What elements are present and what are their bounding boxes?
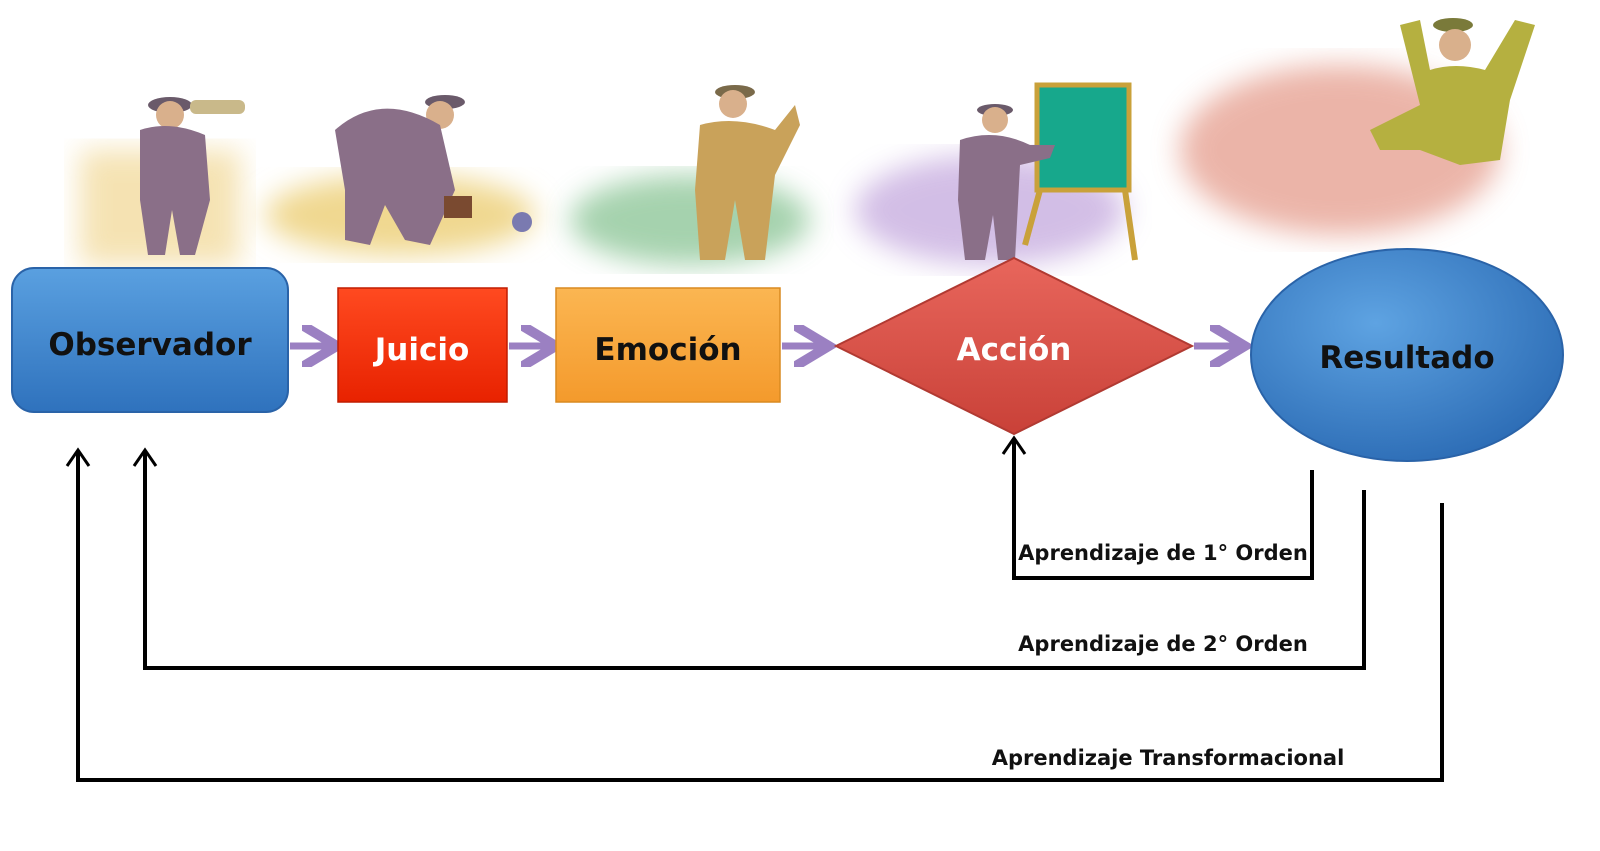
node-resultado: Resultado — [1250, 248, 1564, 462]
node-observador: Observador — [11, 267, 289, 413]
node-emocion: Emoción — [555, 287, 781, 403]
node-emocion-label: Emoción — [594, 332, 741, 368]
loop-first-order-label: Aprendizaje de 1° Orden — [1018, 541, 1308, 565]
emotion-illustration — [570, 85, 810, 265]
node-resultado-label: Resultado — [1319, 340, 1494, 376]
node-observador-label: Observador — [48, 327, 252, 363]
node-accion: Acción — [833, 256, 1195, 436]
result-illustration — [1180, 18, 1535, 235]
action-illustration — [855, 82, 1138, 265]
judge-illustration — [265, 95, 535, 255]
observer-illustration — [80, 97, 245, 265]
node-juicio: Juicio — [337, 287, 508, 403]
loop-first-order: Aprendizaje de 1° Orden — [1001, 435, 1314, 580]
loop-transformational-label: Aprendizaje Transformacional — [992, 746, 1345, 770]
loop-second-order-label: Aprendizaje de 2° Orden — [1018, 632, 1308, 656]
loop-second-order: Aprendizaje de 2° Orden — [132, 447, 1366, 670]
node-juicio-label: Juicio — [373, 332, 470, 368]
node-accion-label: Acción — [957, 332, 1072, 368]
loop-transformational: Aprendizaje Transformacional — [65, 447, 1444, 782]
